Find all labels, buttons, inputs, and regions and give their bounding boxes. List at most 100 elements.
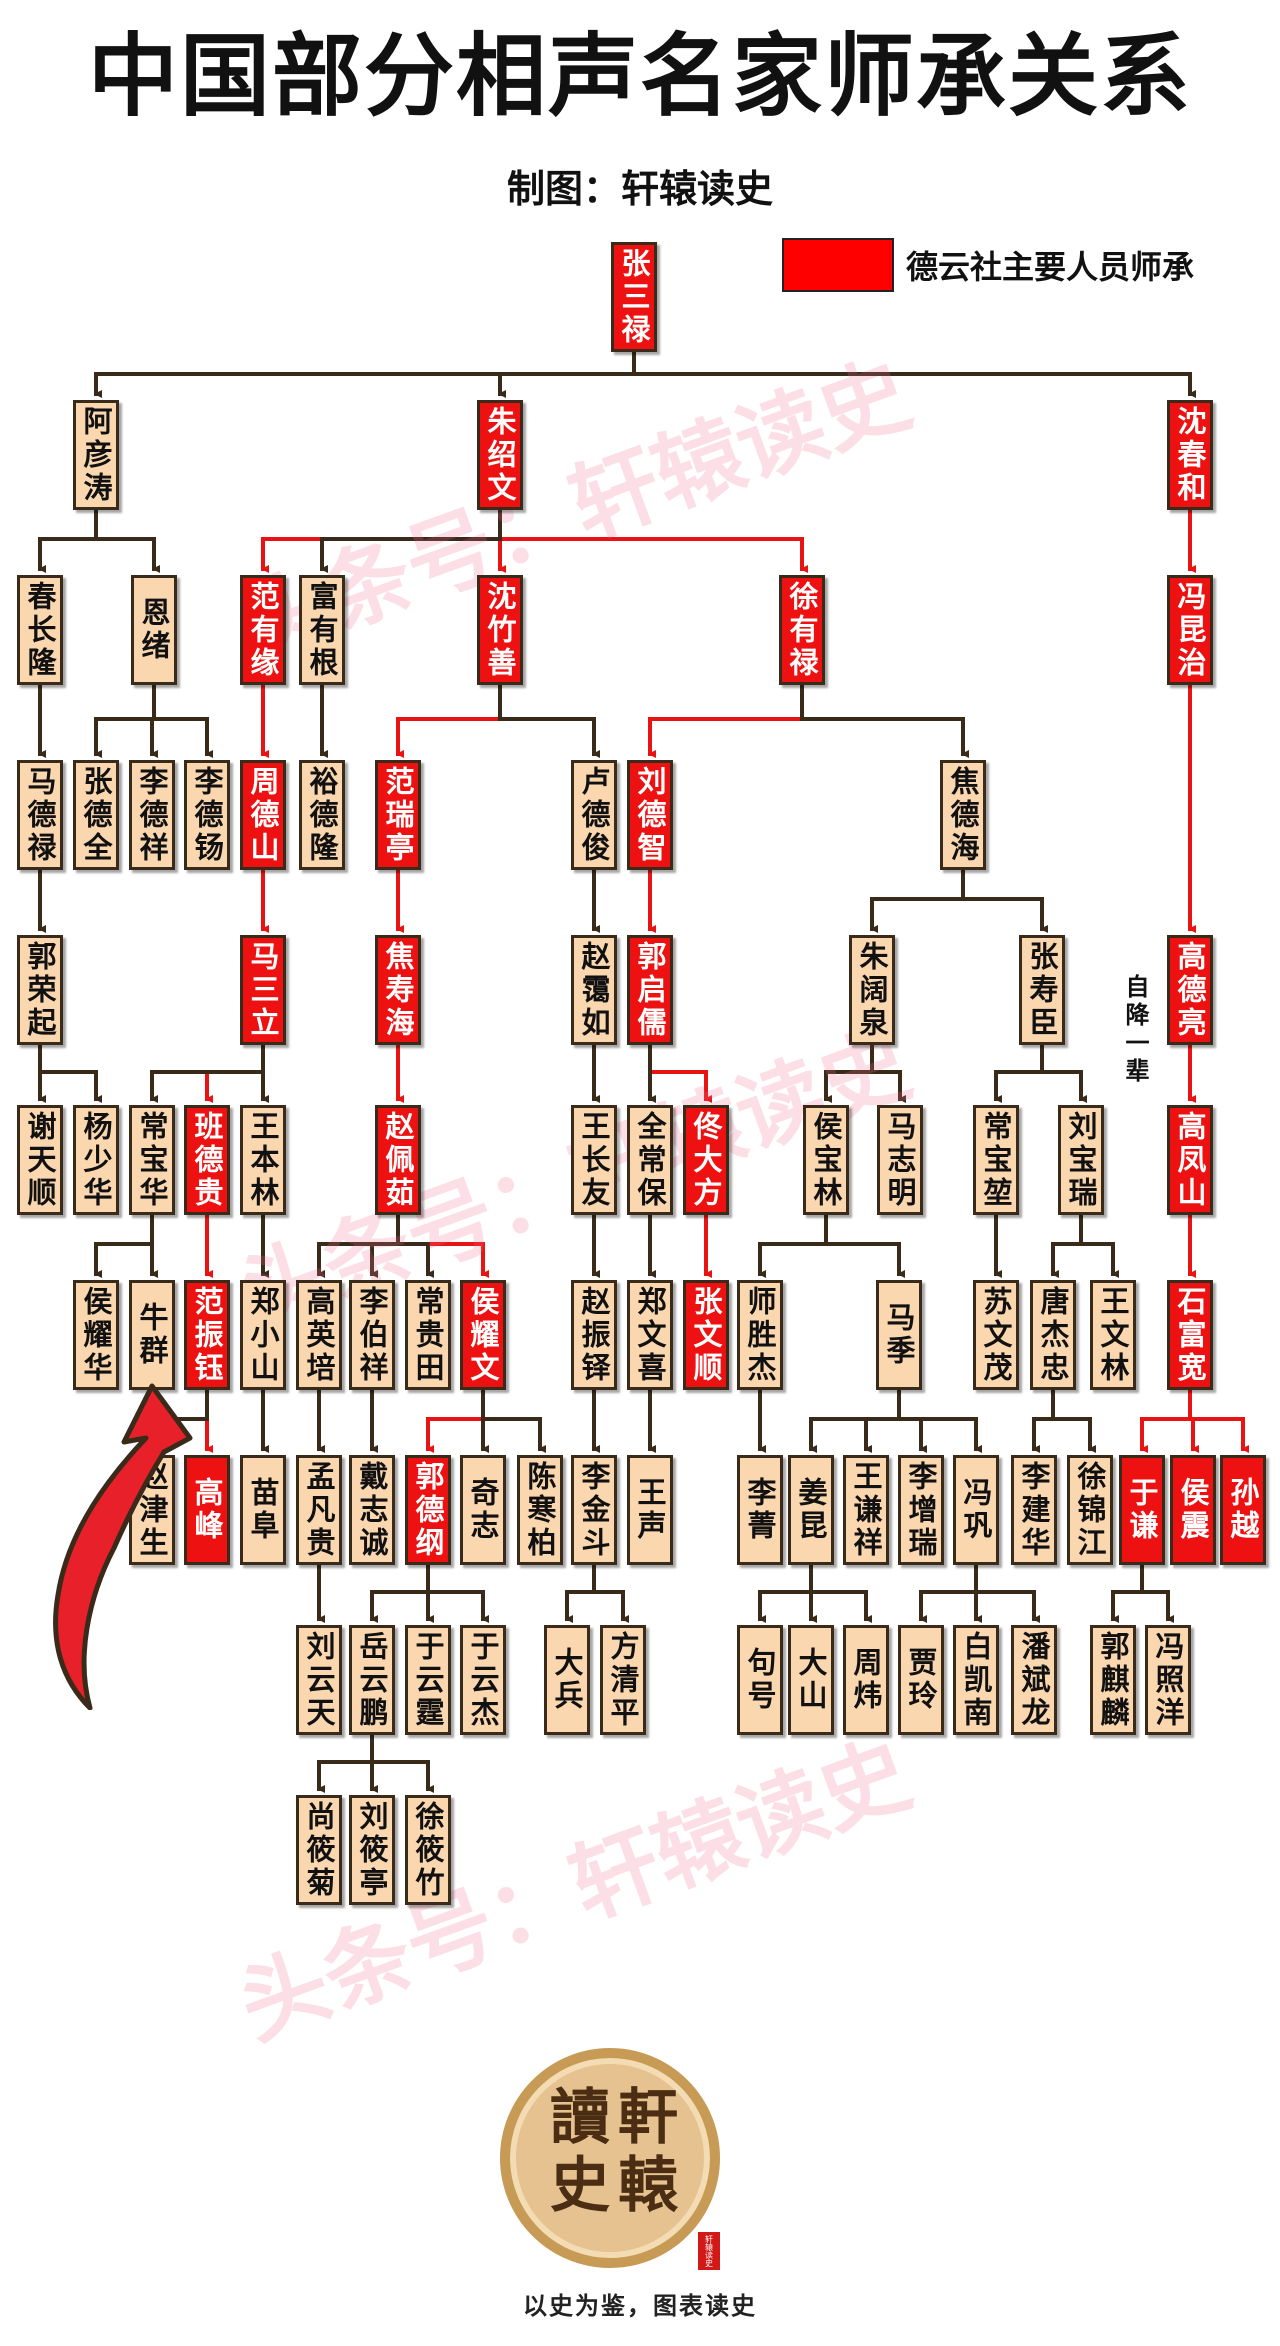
person-name: 侯震 [1176,1477,1210,1543]
person-name: 刘云天 [302,1630,336,1730]
logo-stamp: 轩辕读史 [698,2232,720,2270]
person-node: 裕德隆 [299,760,345,870]
person-node: 范瑞亭 [375,760,421,870]
person-node: 李菁 [737,1455,783,1565]
person-name: 大山 [794,1647,828,1713]
person-name: 郭麒麟 [1096,1630,1130,1730]
person-node: 高英培 [296,1280,342,1390]
person-name: 赵振铎 [577,1285,611,1385]
person-node: 马三立 [240,935,286,1045]
person-node: 奇志 [460,1455,506,1565]
person-name: 春长隆 [23,580,57,680]
person-node: 高凤山 [1167,1105,1213,1215]
person-node: 陈寒柏 [517,1455,563,1565]
person-node: 于谦 [1119,1455,1165,1565]
person-name: 高英培 [302,1285,336,1385]
person-name: 戴志诚 [355,1460,389,1560]
person-node: 冯巩 [953,1455,999,1565]
person-node: 张德全 [73,760,119,870]
person-name: 高峰 [190,1477,224,1543]
person-name: 尚筱菊 [302,1800,336,1900]
person-node: 卢德俊 [571,760,617,870]
person-node: 苗阜 [240,1455,286,1565]
person-node: 赵振铎 [571,1280,617,1390]
person-name: 恩绪 [137,597,171,663]
person-name: 高凤山 [1173,1110,1207,1210]
person-name: 师胜杰 [743,1285,777,1385]
person-node: 苏文茂 [973,1280,1019,1390]
person-name: 李金斗 [577,1460,611,1560]
person-name: 高德亮 [1173,940,1207,1040]
person-name: 岳云鹏 [355,1630,389,1730]
person-name: 大兵 [550,1647,584,1713]
page-subtitle: 制图：轩辕读史 [506,167,773,211]
person-node: 周炜 [843,1625,889,1735]
person-node: 王谦祥 [843,1455,889,1565]
person-name: 沈竹善 [483,580,517,680]
person-name: 方清平 [606,1630,640,1730]
person-node: 郭启儒 [627,935,673,1045]
person-node: 马志明 [877,1105,923,1215]
person-name: 谢天顺 [23,1110,57,1210]
person-name: 阿彦涛 [79,405,113,505]
person-node: 贾玲 [898,1625,944,1735]
person-node: 范有缘 [240,575,286,685]
person-name: 焦德海 [946,765,980,865]
person-name: 富有根 [305,580,339,680]
person-node: 于云杰 [460,1625,506,1735]
person-name: 徐有禄 [785,580,819,680]
person-name: 马德禄 [23,765,57,865]
person-name: 赵佩茹 [381,1110,415,1210]
person-node: 春长隆 [17,575,63,685]
person-node: 戴志诚 [349,1455,395,1565]
logo-slogan: 以史为鉴，图表读史 [523,2291,757,2320]
person-name: 贾玲 [904,1647,938,1713]
person-name: 于云杰 [466,1630,500,1730]
person-name: 李德祥 [135,765,169,865]
person-name: 沈春和 [1173,405,1207,505]
logo-char: 轅 [618,2151,678,2221]
person-name: 句号 [743,1647,777,1713]
person-name: 常贵田 [411,1285,445,1385]
person-node: 李德钖 [184,760,230,870]
person-name: 范有缘 [246,580,280,680]
person-node: 郭麒麟 [1090,1625,1136,1735]
person-name: 苗阜 [246,1477,280,1543]
person-name: 王谦祥 [849,1460,883,1560]
person-node: 徐有禄 [779,575,825,685]
person-node: 侯耀华 [73,1280,119,1390]
person-node: 刘云天 [296,1625,342,1735]
person-name: 张寿臣 [1025,940,1059,1040]
person-node: 侯耀文 [460,1280,506,1390]
person-node: 句号 [737,1625,783,1735]
person-node: 岳云鹏 [349,1625,395,1735]
person-node: 李伯祥 [349,1280,395,1390]
person-name: 周炜 [849,1647,883,1713]
person-name: 范振钰 [190,1285,224,1385]
person-node: 侯震 [1170,1455,1216,1565]
person-node: 王长友 [571,1105,617,1215]
person-node: 赵佩茹 [375,1105,421,1215]
person-name: 郭德纲 [411,1460,445,1560]
person-name: 苏文茂 [979,1285,1013,1385]
annotation-note: 自降一辈 [1121,974,1149,1086]
person-node: 张三禄 [611,242,657,352]
logo-char: 史 [550,2151,610,2221]
person-node: 沈竹善 [477,575,523,685]
person-name: 潘斌龙 [1017,1630,1051,1730]
person-node: 沈春和 [1167,400,1213,510]
person-name: 奇志 [466,1477,500,1543]
person-node: 富有根 [299,575,345,685]
person-name: 班德贵 [190,1110,224,1210]
person-name: 焦寿海 [381,940,415,1040]
person-node: 唐杰忠 [1030,1280,1076,1390]
person-name: 刘筱亭 [355,1800,389,1900]
person-name: 李伯祥 [355,1285,389,1385]
person-node: 刘宝瑞 [1058,1105,1104,1215]
person-node: 冯照洋 [1145,1625,1191,1735]
person-node: 全常保 [627,1105,673,1215]
person-name: 王长友 [577,1110,611,1210]
person-node: 李建华 [1011,1455,1057,1565]
person-name: 张德全 [79,765,113,865]
